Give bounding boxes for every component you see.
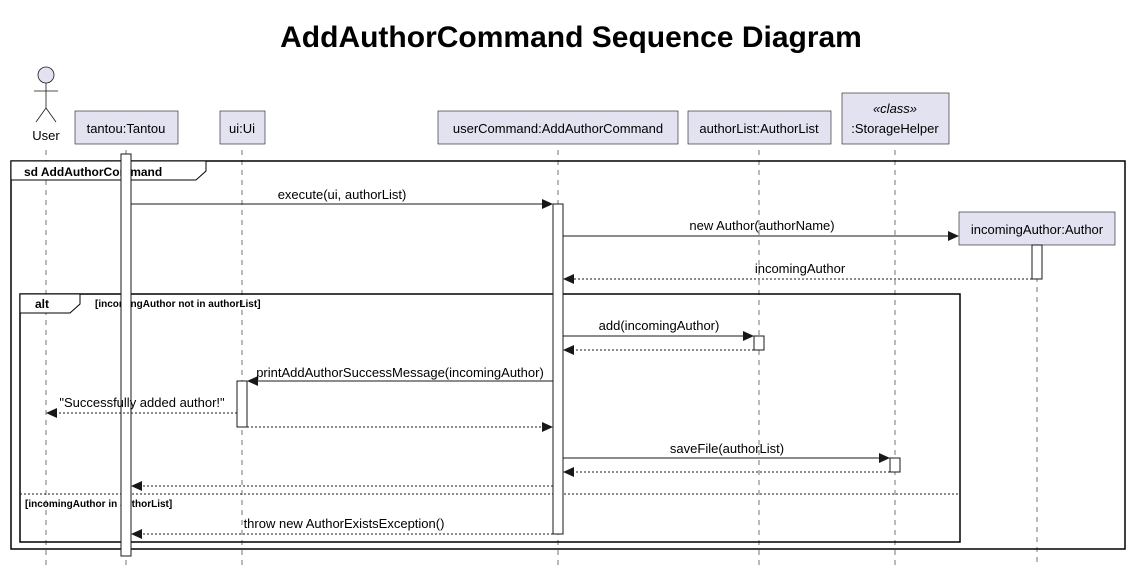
else-guard: [incomingAuthor in authorList] <box>25 499 172 510</box>
sd-frame-tab <box>10 160 207 181</box>
message-save-label: saveFile(authorList) <box>670 441 784 456</box>
activation-tantou <box>120 153 132 557</box>
activation-command <box>552 203 564 535</box>
participant-authorlist <box>687 110 832 145</box>
message-new-author-label: new Author(authorName) <box>689 218 834 233</box>
sd-frame-label: sd AddAuthorCommand <box>24 165 162 179</box>
user-actor-icon <box>34 66 58 123</box>
alt-frame-label: alt <box>35 297 49 311</box>
participant-tantou-label: tantou:Tantou <box>87 121 166 136</box>
message-success-label: "Successfully added author!" <box>59 395 225 410</box>
participant-ui <box>219 110 266 145</box>
participant-command <box>437 110 679 145</box>
alt-guard: [incomingAuthor not in authorList] <box>95 299 261 310</box>
participant-authorlist-label: authorList:AuthorList <box>699 121 819 136</box>
diagram-title: AddAuthorCommand Sequence Diagram <box>280 21 862 54</box>
participant-incoming-label: incomingAuthor:Author <box>971 222 1104 237</box>
activation-ui <box>236 380 248 428</box>
sd-frame <box>10 160 1126 550</box>
participant-incoming <box>958 211 1116 246</box>
participant-tantou <box>74 110 179 145</box>
activation-storage <box>889 457 901 473</box>
participant-user-label: User <box>32 128 60 143</box>
activation-authorlist <box>753 335 765 351</box>
message-throw-label: throw new AuthorExistsException() <box>244 516 445 531</box>
alt-frame-tab <box>19 293 81 314</box>
message-execute-label: execute(ui, authorList) <box>278 187 407 202</box>
participant-storage-stereotype: «class» <box>873 101 917 116</box>
message-print-label: printAddAuthorSuccessMessage(incomingAut… <box>256 365 544 380</box>
participant-command-label: userCommand:AddAuthorCommand <box>453 121 663 136</box>
participant-storage <box>841 92 950 145</box>
activation-incoming <box>1031 244 1043 280</box>
alt-frame <box>19 293 961 543</box>
message-add-label: add(incomingAuthor) <box>599 318 720 333</box>
participant-ui-label: ui:Ui <box>229 121 255 136</box>
return-incoming-label: incomingAuthor <box>755 261 846 276</box>
participant-storage-label: :StorageHelper <box>851 121 939 136</box>
